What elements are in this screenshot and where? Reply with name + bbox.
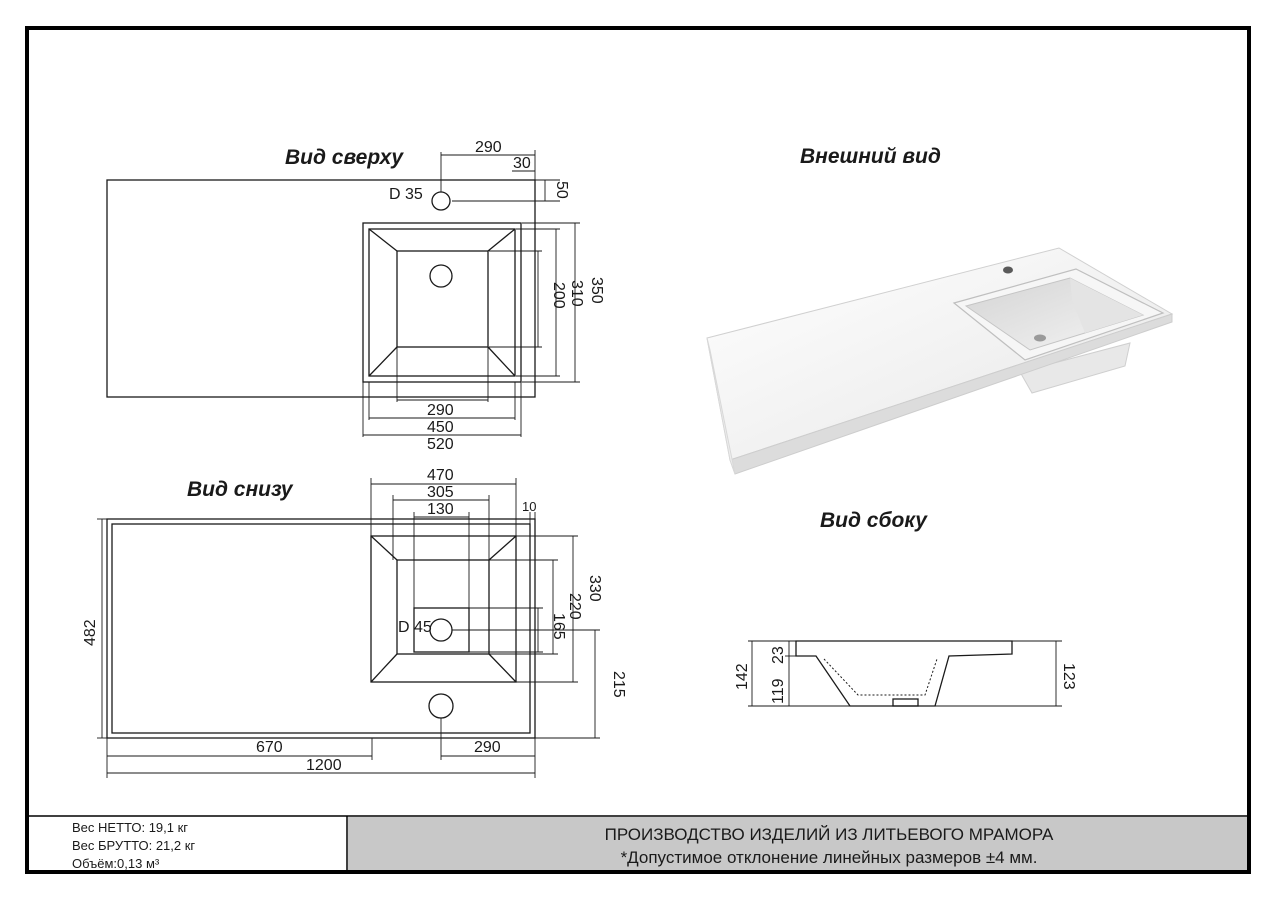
footer: Вес НЕТТО: 19,1 кг Вес БРУТТО: 21,2 кг О… <box>27 815 1249 872</box>
dim-top-450: 450 <box>427 419 454 436</box>
dim-bottom-482: 482 <box>82 619 99 646</box>
bottom-countertop-outer <box>106 518 536 739</box>
side-profile-inner <box>823 658 938 696</box>
dim-bottom-305: 305 <box>427 484 454 501</box>
footer-weight-net: Вес НЕТТО: 19,1 кг <box>72 820 188 835</box>
bottom-countertop-inner <box>111 523 531 734</box>
dim-top-290-upper: 290 <box>475 139 502 156</box>
dim-bottom-215: 215 <box>610 671 627 698</box>
footer-volume: Объём:0,13 м³ <box>72 856 160 871</box>
exterior-drain <box>1034 334 1046 342</box>
footer-headline: ПРОИЗВОДСТВО ИЗДЕЛИЙ ИЗ ЛИТЬЕВОГО МРАМОР… <box>605 825 1054 844</box>
footer-title-panel <box>348 817 1247 870</box>
dim-top-d35: D 35 <box>389 186 423 203</box>
dim-bottom-d45: D 45 <box>398 619 432 636</box>
top-drain-hole <box>429 264 453 288</box>
top-view: Вид сверху <box>106 139 605 453</box>
top-view-title: Вид сверху <box>285 146 404 169</box>
sheet-frame <box>25 26 1251 874</box>
top-bowl-bottom <box>396 250 489 348</box>
top-bowl-inner <box>368 228 516 377</box>
exterior-view-title: Внешний вид <box>800 145 941 168</box>
side-view-title: Вид сбоку <box>820 509 928 532</box>
dim-top-310: 310 <box>568 280 585 307</box>
top-bowl-outer <box>362 222 522 383</box>
dim-top-200: 200 <box>550 282 567 309</box>
bottom-view-title: Вид снизу <box>187 478 294 501</box>
dim-bottom-165: 165 <box>550 613 567 640</box>
side-view: Вид сбоку 142 23 119 123 <box>734 509 1077 707</box>
bottom-drain-hole <box>429 618 453 642</box>
dim-bottom-1200: 1200 <box>306 757 342 774</box>
dim-top-520: 520 <box>427 436 454 453</box>
dim-bottom-470: 470 <box>427 467 454 484</box>
bottom-faucet-hole <box>428 693 454 719</box>
dim-top-350: 350 <box>588 277 605 304</box>
dim-top-290-lower: 290 <box>427 402 454 419</box>
dim-bottom-10: 10 <box>522 499 536 514</box>
footer-weight-gross: Вес БРУТТО: 21,2 кг <box>72 838 195 853</box>
dim-bottom-670: 670 <box>256 739 283 756</box>
dim-side-142: 142 <box>734 663 751 690</box>
dim-side-119: 119 <box>770 678 787 704</box>
dim-bottom-290: 290 <box>474 739 501 756</box>
dim-side-23: 23 <box>770 646 787 664</box>
exterior-faucet-hole <box>1003 266 1013 274</box>
dim-bottom-330: 330 <box>586 575 603 602</box>
bottom-bowl-floor <box>396 559 490 655</box>
exterior-view: Внешний вид <box>706 145 1174 475</box>
footer-tolerance-note: *Допустимое отклонение линейных размеров… <box>621 848 1038 867</box>
bottom-view: Вид снизу <box>82 467 627 778</box>
dim-side-123: 123 <box>1060 663 1077 690</box>
bottom-bowl-outer <box>370 535 517 683</box>
dim-bottom-220: 220 <box>566 593 583 620</box>
dim-bottom-130: 130 <box>427 501 454 518</box>
side-profile-outline <box>795 640 1013 707</box>
side-drain-stub <box>892 698 919 707</box>
exterior-bowl-underside <box>1019 342 1131 394</box>
top-faucet-hole <box>431 191 451 211</box>
top-countertop-outline <box>106 179 536 398</box>
dim-top-30: 30 <box>513 155 531 172</box>
dim-top-50: 50 <box>553 181 570 199</box>
